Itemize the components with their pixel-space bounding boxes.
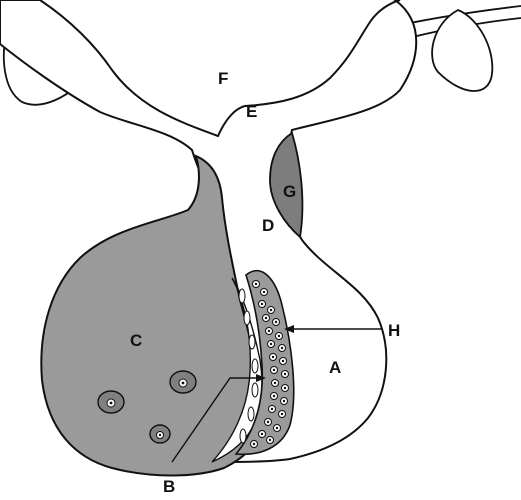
cell-cluster-c: [97, 370, 197, 444]
label-c: C: [130, 331, 142, 350]
label-f: F: [218, 69, 228, 88]
column-cell-dots: [252, 282, 287, 446]
label-d: D: [262, 216, 274, 235]
label-a: A: [329, 358, 341, 377]
right-lobe: [431, 9, 494, 92]
label-e: E: [246, 102, 257, 121]
intermediate-band: [238, 288, 259, 444]
pointer-b: [171, 374, 266, 463]
pointer-h: [284, 325, 382, 333]
label-h: H: [388, 321, 400, 340]
cell-column: [234, 269, 295, 456]
label-b: B: [163, 477, 175, 496]
large-gray-body: [40, 154, 264, 477]
label-g: G: [283, 182, 296, 201]
pocket-g: [269, 131, 304, 239]
